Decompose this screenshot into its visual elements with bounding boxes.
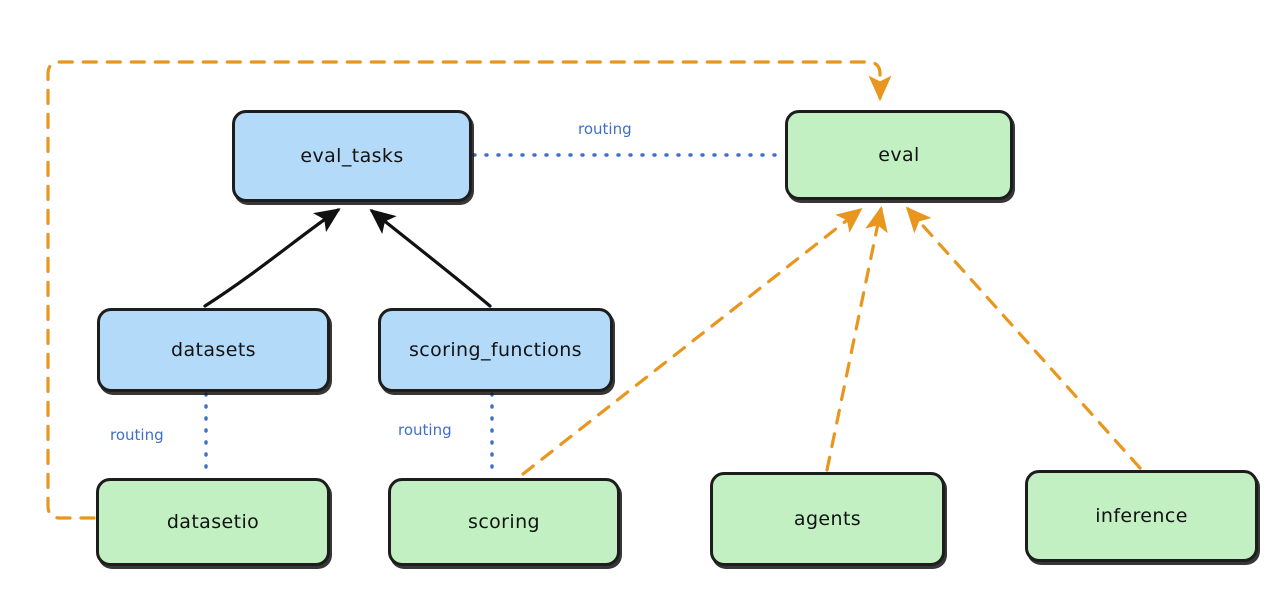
node-label-scoring-functions: scoring_functions [409,339,582,361]
node-label-datasetio: datasetio [166,511,260,533]
node-eval[interactable]: eval [785,110,1013,200]
node-label-eval: eval [878,144,920,166]
node-datasets[interactable]: datasets [97,308,330,392]
edge-inference-to-eval [905,206,1142,470]
node-scoring-functions[interactable]: scoring_functions [378,308,613,392]
node-inference[interactable]: inference [1025,470,1258,562]
node-label-scoring: scoring [468,511,540,533]
edge-label-routing-scoring-functions-scoring: routing [398,421,452,439]
node-scoring[interactable]: scoring [388,478,620,566]
edge-datasets-to-eval-tasks [203,208,341,308]
node-label-agents: agents [793,508,862,530]
node-label-eval-tasks: eval_tasks [300,145,404,167]
node-label-inference: inference [1095,505,1188,527]
edge-label-routing-eval-tasks-eval: routing [578,120,632,138]
node-datasetio[interactable]: datasetio [96,478,330,566]
edge-agents-to-eval [825,205,888,472]
edge-label-routing-datasets-datasetio: routing [110,426,164,444]
node-eval-tasks[interactable]: eval_tasks [232,110,472,202]
node-agents[interactable]: agents [710,472,945,566]
edge-scoring-functions-to-eval-tasks [369,208,492,308]
node-label-datasets: datasets [171,339,256,361]
